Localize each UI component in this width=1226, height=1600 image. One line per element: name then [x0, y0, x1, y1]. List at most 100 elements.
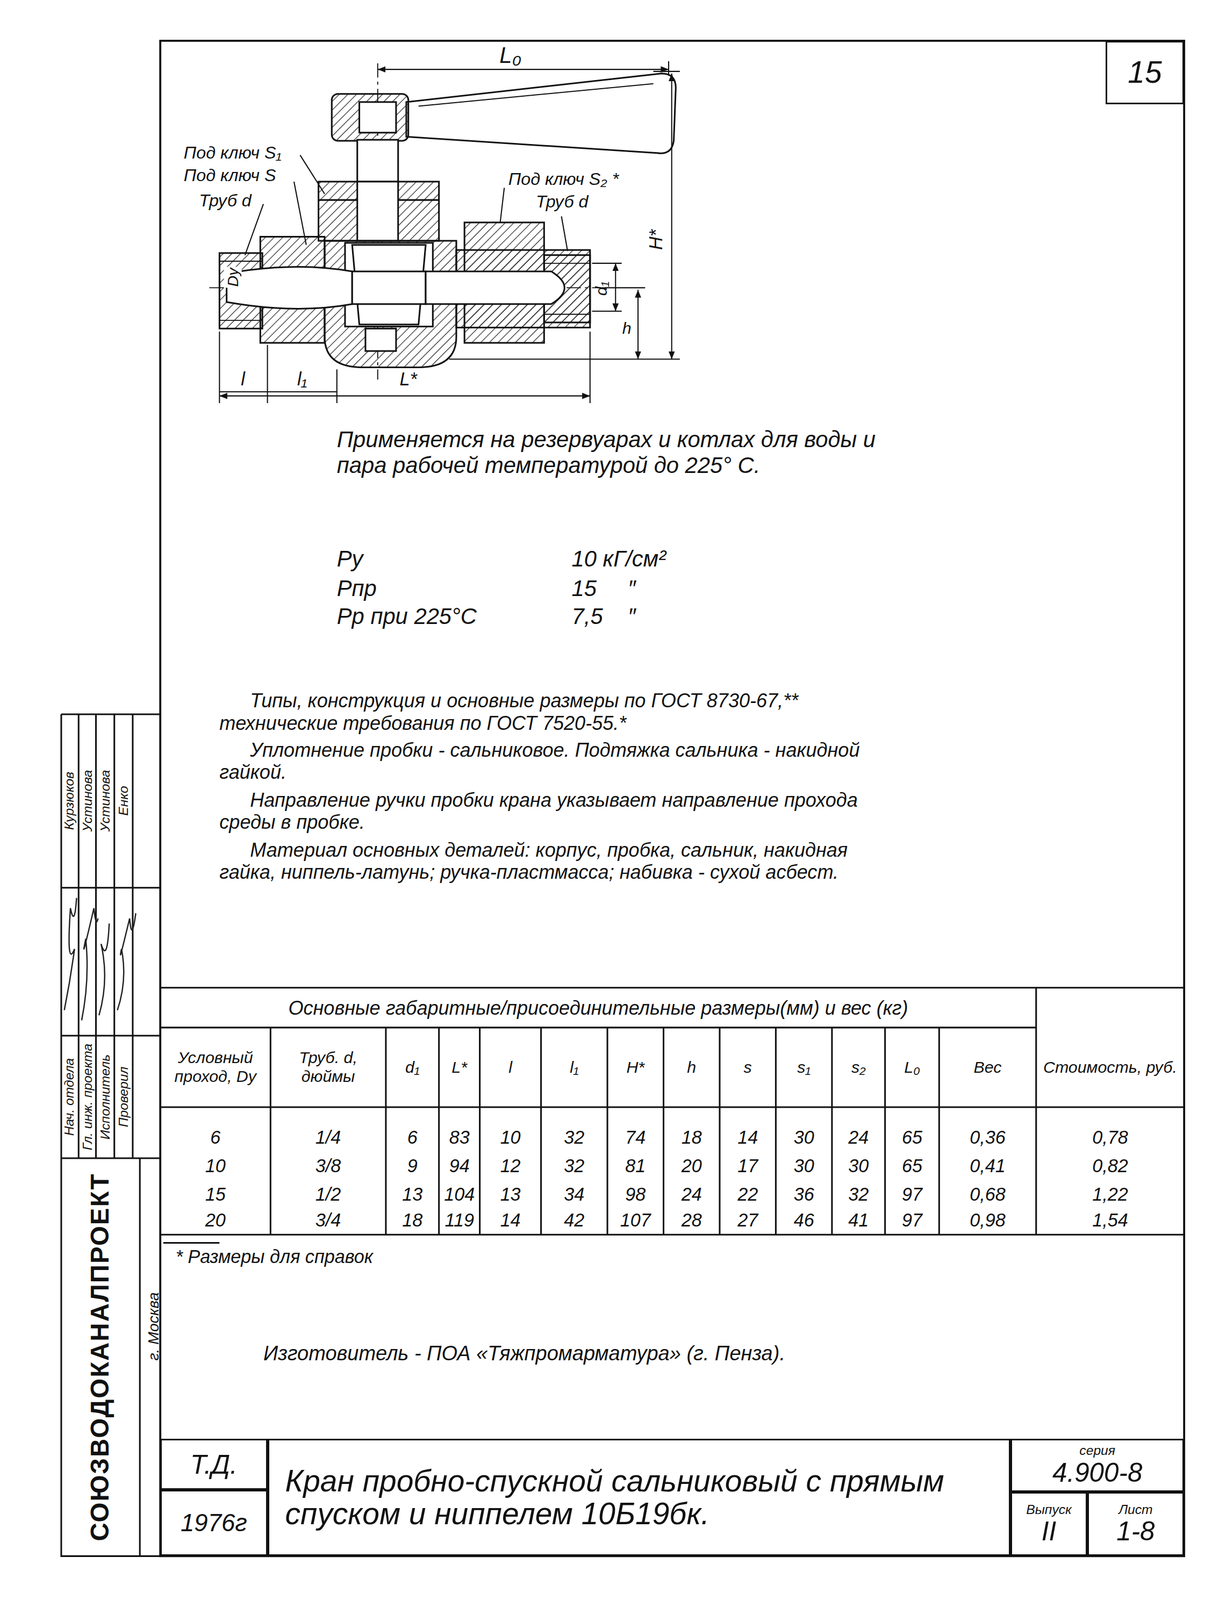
title-text: 15 — [1127, 55, 1162, 90]
table-cell: 13 — [402, 1184, 423, 1206]
table-cell: 17 — [737, 1155, 758, 1177]
title-block-cell: Кран пробно-спускной сальниковый с прямы… — [267, 1438, 1012, 1557]
title-block-cell: 1976г — [160, 1489, 268, 1557]
callout-label: Под ключ S₂ * — [508, 169, 619, 190]
valve-body — [345, 242, 433, 327]
table-header: Условный проход, Dу — [164, 1048, 267, 1087]
spec-text: ″ — [627, 575, 636, 602]
table-cell: 18 — [681, 1127, 702, 1149]
sheet-frame — [160, 40, 1185, 1557]
table-cell: 20 — [205, 1209, 226, 1231]
table-cell: 10 — [500, 1127, 521, 1149]
dimension-lines — [668, 61, 670, 76]
title-text: II — [1041, 1516, 1057, 1546]
table-cell: 94 — [449, 1155, 470, 1177]
table-header: s — [743, 1057, 752, 1077]
note-text: Направление ручки пробки крана указывает… — [219, 789, 873, 834]
table-cell: 13 — [500, 1184, 521, 1206]
dimension-lines — [219, 395, 590, 397]
table-header: l₁ — [569, 1057, 579, 1077]
leader-line — [500, 187, 505, 223]
title-text: 1976г — [180, 1509, 248, 1537]
table-cell: 9 — [407, 1155, 418, 1177]
table-cell: 119 — [444, 1209, 474, 1231]
table-cell: 28 — [681, 1209, 702, 1231]
table-cell: 14 — [500, 1209, 521, 1231]
title-text: 1-8 — [1116, 1516, 1155, 1546]
table-cell: 15 — [205, 1184, 226, 1206]
signature — [64, 898, 136, 1021]
dimension-label: H* — [646, 229, 668, 250]
table-cell: 81 — [625, 1155, 646, 1177]
spec-text: ″ — [627, 603, 636, 630]
table-cell: 1,22 — [1092, 1184, 1128, 1206]
handle — [359, 102, 397, 133]
table-header: s₂ — [851, 1057, 866, 1077]
table-header: H* — [626, 1057, 645, 1077]
signature — [64, 898, 77, 1011]
table-cell: 30 — [848, 1155, 869, 1177]
handle — [331, 94, 408, 141]
dimension-lines — [219, 391, 337, 393]
note-text: Материал основных деталей: корпус, пробк… — [219, 839, 873, 884]
stamp-city: г. Москва — [144, 1292, 163, 1361]
table-header: Стоимость, руб. — [1040, 1057, 1180, 1077]
gland-nut — [318, 181, 440, 241]
footnote: * Размеры для справок — [175, 1246, 374, 1268]
callout-label: Труб d — [535, 191, 589, 212]
table-cell: 24 — [681, 1184, 702, 1206]
table-header: d₁ — [405, 1057, 420, 1077]
table-cell: 3/4 — [315, 1209, 341, 1231]
stamp-role: Проверил — [116, 1066, 132, 1128]
note-text: Применяется на резервуарах и котлах для … — [337, 426, 909, 479]
table-cell: 12 — [500, 1155, 521, 1177]
table-cell: 10 — [205, 1155, 226, 1177]
table-cell: 0,78 — [1092, 1127, 1128, 1149]
title-block-cell: серия4.900-8 — [1010, 1438, 1185, 1493]
table-grid — [160, 987, 1185, 1244]
stamp-name: Курзюков — [61, 771, 77, 830]
table-cell: 34 — [563, 1184, 585, 1206]
table-cell: 14 — [737, 1127, 758, 1149]
title-text: серия — [1079, 1443, 1116, 1459]
dimension-lines — [449, 71, 680, 360]
table-cell: 32 — [563, 1155, 585, 1177]
dimension-lines — [219, 331, 590, 404]
callout-label: Под ключ S₁ — [183, 142, 282, 163]
table-cell: 107 — [620, 1209, 651, 1231]
gland-nut — [318, 199, 440, 202]
leader-line — [561, 216, 568, 252]
spec-text: 15 — [571, 575, 597, 602]
title-block-cell: Лист1-8 — [1087, 1492, 1185, 1557]
table-cell: 104 — [443, 1184, 475, 1206]
dimension-label: l — [240, 369, 246, 391]
sheet-frame — [160, 40, 1185, 1557]
table-cell: 41 — [848, 1209, 869, 1231]
table-header: L* — [451, 1057, 468, 1077]
table-cell: 0,41 — [969, 1155, 1006, 1177]
table-header: Труб. d, дюймы — [274, 1048, 382, 1087]
dimension-label: h — [622, 319, 632, 339]
note-text: Типы, конструкция и основные размеры по … — [219, 689, 873, 735]
side-stamp — [61, 887, 161, 1159]
valve-body — [352, 245, 426, 325]
note-text: Изготовитель - ПОА «Тяжпромарматура» (г.… — [263, 1342, 786, 1367]
flow-channel — [226, 266, 565, 309]
dimension-label: Dу — [224, 267, 242, 289]
table-cell: 97 — [901, 1209, 923, 1231]
spec-text: Рпр — [337, 575, 377, 602]
valve-drawing — [209, 61, 680, 404]
gland-nut — [357, 181, 399, 241]
side-stamp — [61, 714, 161, 1557]
table-grid — [270, 987, 1036, 1235]
table-cell: 0,36 — [969, 1127, 1006, 1149]
valve-body — [365, 328, 397, 351]
signature — [98, 923, 110, 1016]
title-block-cell: ВыпускII — [1010, 1492, 1087, 1557]
handle — [418, 83, 654, 107]
table-cell: 30 — [793, 1127, 815, 1149]
handle — [406, 73, 676, 154]
title-text: Т.Д. — [190, 1450, 238, 1479]
dimension-lines — [377, 68, 669, 70]
table-header: L₀ — [904, 1057, 921, 1077]
